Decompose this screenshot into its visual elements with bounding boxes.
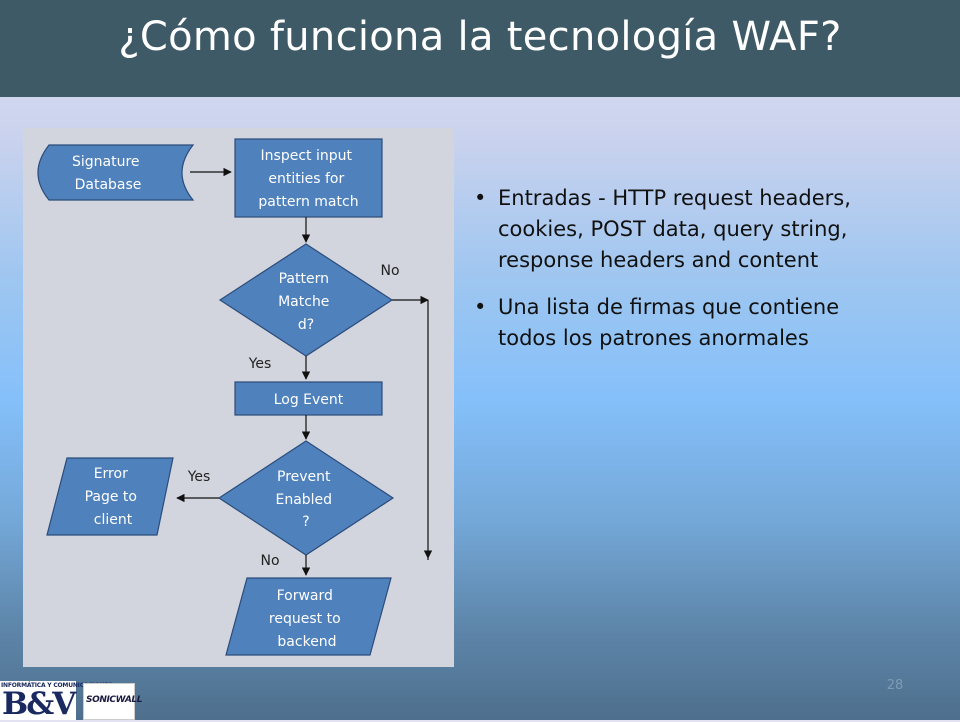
bullet-item: • Entradas - HTTP request headers, cooki… [474, 183, 884, 276]
error-page-label: Error Page to client [85, 466, 142, 528]
title-bar: ¿Cómo funciona la tecnología WAF? [0, 0, 960, 97]
edge-label-pattern-yes: Yes [248, 356, 272, 372]
prevent-enabled-label: Prevent Enabled ? [275, 469, 336, 530]
edge-label-prevent-yes: Yes [187, 469, 211, 485]
bullet-text: Entradas - HTTP request headers, cookies… [498, 186, 851, 272]
error-page-node [46, 457, 174, 536]
bullet-list: • Entradas - HTTP request headers, cooki… [474, 183, 884, 370]
bv-logo-caption: INFORMÁTICA Y COMUNICACIONES [1, 682, 113, 689]
inspect-input-node [234, 138, 383, 218]
slide-title: ¿Cómo funciona la tecnología WAF? [118, 14, 842, 60]
bullet-dot: • [474, 186, 487, 210]
forward-request-node [225, 577, 392, 656]
sonicwall-logo: SONICWALL [83, 683, 142, 720]
bullet-dot: • [474, 295, 487, 319]
edge-label-prevent-no: No [260, 553, 279, 569]
forward-request-label: Forward request to backend [269, 588, 345, 650]
log-event-node [234, 381, 383, 416]
flowchart-panel: Signature Database Inspect input entitie… [23, 128, 454, 667]
bullet-text: Una lista de firmas que contiene todos l… [498, 295, 840, 350]
page-number: 28 [886, 678, 904, 693]
bv-logo-mark: B&V [2, 686, 76, 722]
signature-database-label: Signature Database [72, 154, 144, 193]
log-event-label: Log Event [274, 392, 344, 408]
pattern-matched-label: Pattern Matche d? [278, 271, 334, 333]
flowchart: Signature Database Inspect input entitie… [37, 138, 433, 656]
sonicwall-logo-text: SONICWALL [86, 695, 143, 705]
bv-logo: INFORMÁTICA Y COMUNICACIONES B&V [0, 681, 113, 722]
inspect-input-label: Inspect input entities for pattern match [258, 148, 358, 210]
bullet-item: • Una lista de firmas que contiene todos… [474, 292, 884, 354]
signature-database-node [37, 144, 195, 201]
edge-label-pattern-no: No [380, 263, 399, 279]
